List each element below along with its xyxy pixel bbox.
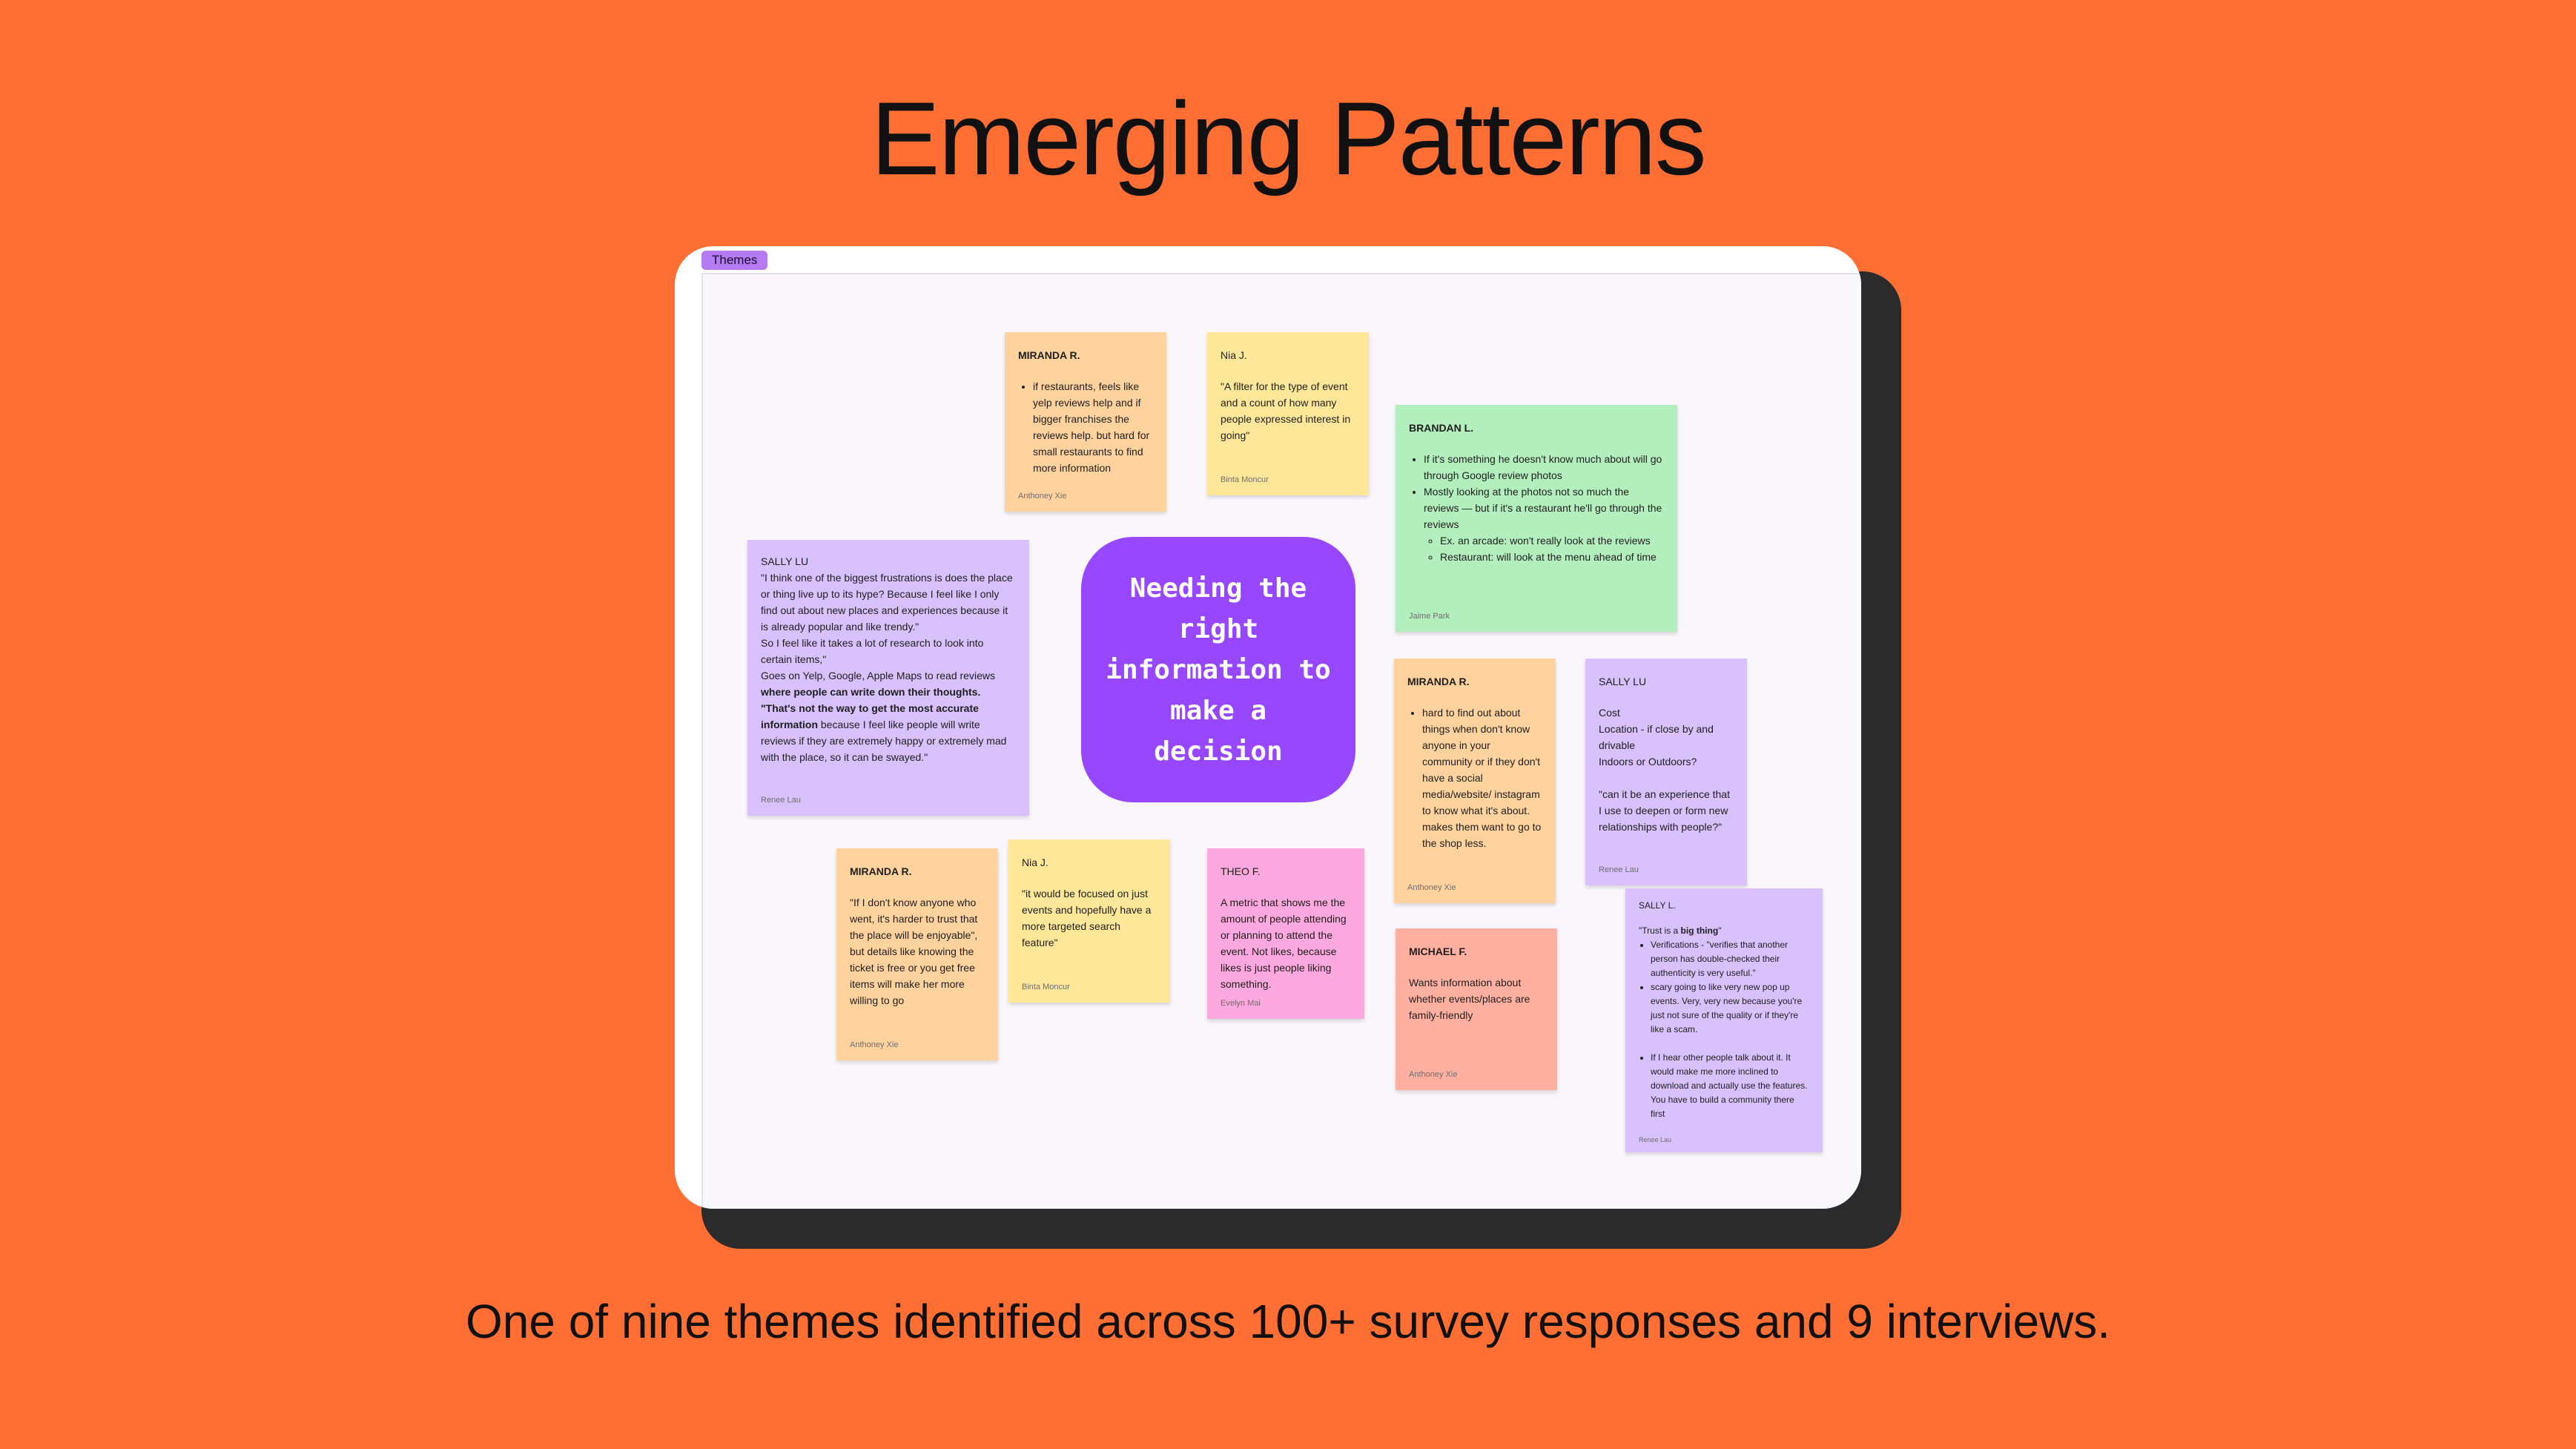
note-bullets: If I hear other people talk about it. It… [1639,1051,1809,1121]
note-sub-bullets: Ex. an arcade: won't really look at the … [1424,532,1664,565]
note-name: Nia J. [1022,856,1048,868]
note-name: THEO F. [1221,865,1261,877]
note-text: "That's not the way to get the most accu… [761,702,1007,763]
note-sub-bullet: Restaurant: will look at the menu ahead … [1440,549,1664,565]
sticky-note-theo[interactable]: THEO F. A metric that shows me the amoun… [1207,848,1364,1019]
note-author: Anthoney Xie [1409,1070,1458,1079]
note-author: Jaime Park [1409,612,1450,621]
note-bullet: if restaurants, feels like yelp reviews … [1033,378,1153,476]
themes-frame-label[interactable]: Themes [701,251,768,270]
page-subtitle: One of nine themes identified across 100… [465,1295,2111,1348]
note-author: Renee Lau [1639,1136,1672,1143]
note-author: Binta Moncur [1022,983,1070,991]
note-author: Renee Lau [761,796,801,805]
note-bullet: If it's something he doesn't know much a… [1424,451,1664,483]
sticky-note-sally-l[interactable]: SALLY L. "Trust is a big thing" Verifica… [1625,888,1823,1152]
note-text: "can it be an experience that I use to d… [1599,788,1730,833]
note-bullets: If it's something he doesn't know much a… [1409,451,1664,565]
note-bullet: Verifications - "verifies that another p… [1651,938,1809,980]
note-name: SALLY LU [761,555,809,567]
note-quote: "Trust is a big thing" [1639,925,1722,936]
sticky-note-brandan[interactable]: BRANDAN L. If it's something he doesn't … [1396,405,1677,632]
note-bullet: scary going to like very new pop up even… [1651,980,1809,1037]
note-text: Wants information about whether events/p… [1409,977,1530,1021]
whiteboard-frame[interactable]: Themes MIRANDA R. if restaurants, feels … [675,246,1861,1209]
note-text: "If I don't know anyone who went, it's h… [850,897,978,1006]
note-bullet: If I hear other people talk about it. It… [1651,1051,1809,1121]
note-name: BRANDAN L. [1409,422,1474,434]
note-name: MICHAEL F. [1409,945,1467,957]
note-bullets: if restaurants, feels like yelp reviews … [1018,378,1153,476]
note-text: "I think one of the biggest frustrations… [761,572,1013,633]
note-text: Goes on Yelp, Google, Apple Maps to read… [761,670,995,698]
sticky-note-miranda-2[interactable]: MIRANDA R. hard to find out about things… [1394,659,1556,903]
note-author: Binta Moncur [1221,475,1269,484]
note-text: "A filter for the type of event and a co… [1221,380,1351,441]
note-name: MIRANDA R. [1407,676,1470,687]
sticky-note-nia-1[interactable]: Nia J. "A filter for the type of event a… [1207,332,1369,495]
note-bullet: Mostly looking at the photos not so much… [1424,483,1664,565]
note-sub-bullet: Ex. an arcade: won't really look at the … [1440,532,1664,549]
note-text: Cost [1599,707,1620,719]
note-name: Nia J. [1221,349,1247,361]
note-bullet: hard to find out about things when don't… [1422,704,1542,851]
note-author: Evelyn Mai [1221,999,1261,1008]
sticky-note-miranda-3[interactable]: MIRANDA R. "If I don't know anyone who w… [836,848,998,1060]
note-text: "it would be focused on just events and … [1022,888,1152,948]
sticky-note-miranda-1[interactable]: MIRANDA R. if restaurants, feels like ye… [1005,332,1166,512]
note-text: A metric that shows me the amount of peo… [1221,897,1347,990]
note-author: Anthoney Xie [1018,492,1067,501]
page-title: Emerging Patterns [871,80,1706,197]
note-author: Anthoney Xie [850,1040,899,1049]
sticky-note-nia-2[interactable]: Nia J. "it would be focused on just even… [1008,839,1170,1003]
note-name: MIRANDA R. [850,865,912,877]
note-bullets: hard to find out about things when don't… [1407,704,1542,851]
themes-canvas[interactable]: MIRANDA R. if restaurants, feels like ye… [701,273,1861,1209]
note-name: SALLY LU [1599,676,1647,687]
note-text: Location - if close by and drivable [1599,723,1714,751]
note-bullets: Verifications - "verifies that another p… [1639,938,1809,1037]
note-text: Indoors or Outdoors? [1599,756,1697,768]
note-name: SALLY L. [1639,900,1676,911]
sticky-note-michael[interactable]: MICHAEL F. Wants information about wheth… [1396,928,1557,1090]
theme-center-note[interactable]: Needing the right information to make a … [1081,537,1355,802]
sticky-note-sally-lu-2[interactable]: SALLY LU Cost Location - if close by and… [1585,659,1747,885]
sticky-note-sally-lu-1[interactable]: SALLY LU "I think one of the biggest fru… [747,540,1029,816]
note-text: So I feel like it takes a lot of researc… [761,637,984,665]
note-name: MIRANDA R. [1018,349,1080,361]
note-author: Anthoney Xie [1407,883,1456,892]
note-author: Renee Lau [1599,865,1639,874]
